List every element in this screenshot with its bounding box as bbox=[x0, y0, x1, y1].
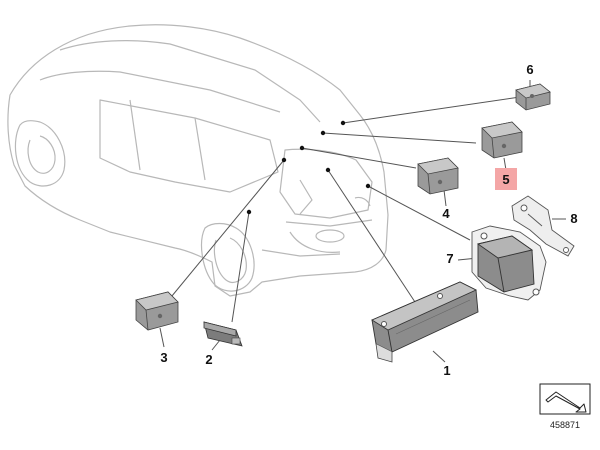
leader-dot bbox=[246, 209, 252, 215]
leader-line-7 bbox=[367, 185, 471, 241]
callout-label-5: 5 bbox=[502, 172, 509, 187]
part-3-module bbox=[135, 291, 179, 331]
callout-label-7: 7 bbox=[446, 251, 453, 266]
part-1-control-unit bbox=[371, 281, 479, 363]
callout-tick-1 bbox=[432, 350, 446, 363]
leader-line-5 bbox=[322, 132, 477, 144]
leader-line-4 bbox=[301, 147, 417, 169]
part-7-module bbox=[471, 225, 547, 301]
part-6-module bbox=[515, 83, 551, 111]
part-8-bracket bbox=[511, 195, 575, 257]
part-5-module bbox=[481, 121, 523, 159]
leader-line-6 bbox=[342, 96, 521, 124]
diagram-number: 458871 bbox=[550, 420, 580, 430]
car-outline-icon bbox=[7, 24, 389, 297]
leader-dot bbox=[325, 167, 331, 173]
leader-dots bbox=[246, 120, 371, 215]
callout-label-1: 1 bbox=[443, 363, 450, 378]
part-4-module bbox=[417, 157, 459, 195]
callout-label-2: 2 bbox=[205, 352, 212, 367]
leader-line-3 bbox=[166, 159, 285, 303]
direction-arrow-icon bbox=[539, 383, 591, 415]
leader-dot bbox=[281, 157, 287, 163]
leader-line-1 bbox=[327, 169, 416, 303]
leader-line-2 bbox=[231, 211, 250, 323]
callout-tick-4 bbox=[443, 189, 447, 207]
leader-dot bbox=[299, 145, 305, 151]
leader-dot bbox=[320, 130, 326, 136]
callout-label-3: 3 bbox=[160, 350, 167, 365]
callout-label-4: 4 bbox=[442, 206, 450, 221]
callout-label-8: 8 bbox=[570, 211, 577, 226]
leader-dot bbox=[340, 120, 346, 126]
callout-tick-3 bbox=[159, 327, 165, 348]
highlight-box-part-5 bbox=[495, 168, 517, 190]
leader-dot bbox=[365, 183, 371, 189]
part-2-module bbox=[203, 321, 243, 347]
callout-tick-2 bbox=[211, 339, 221, 351]
callout-label-6: 6 bbox=[526, 62, 533, 77]
